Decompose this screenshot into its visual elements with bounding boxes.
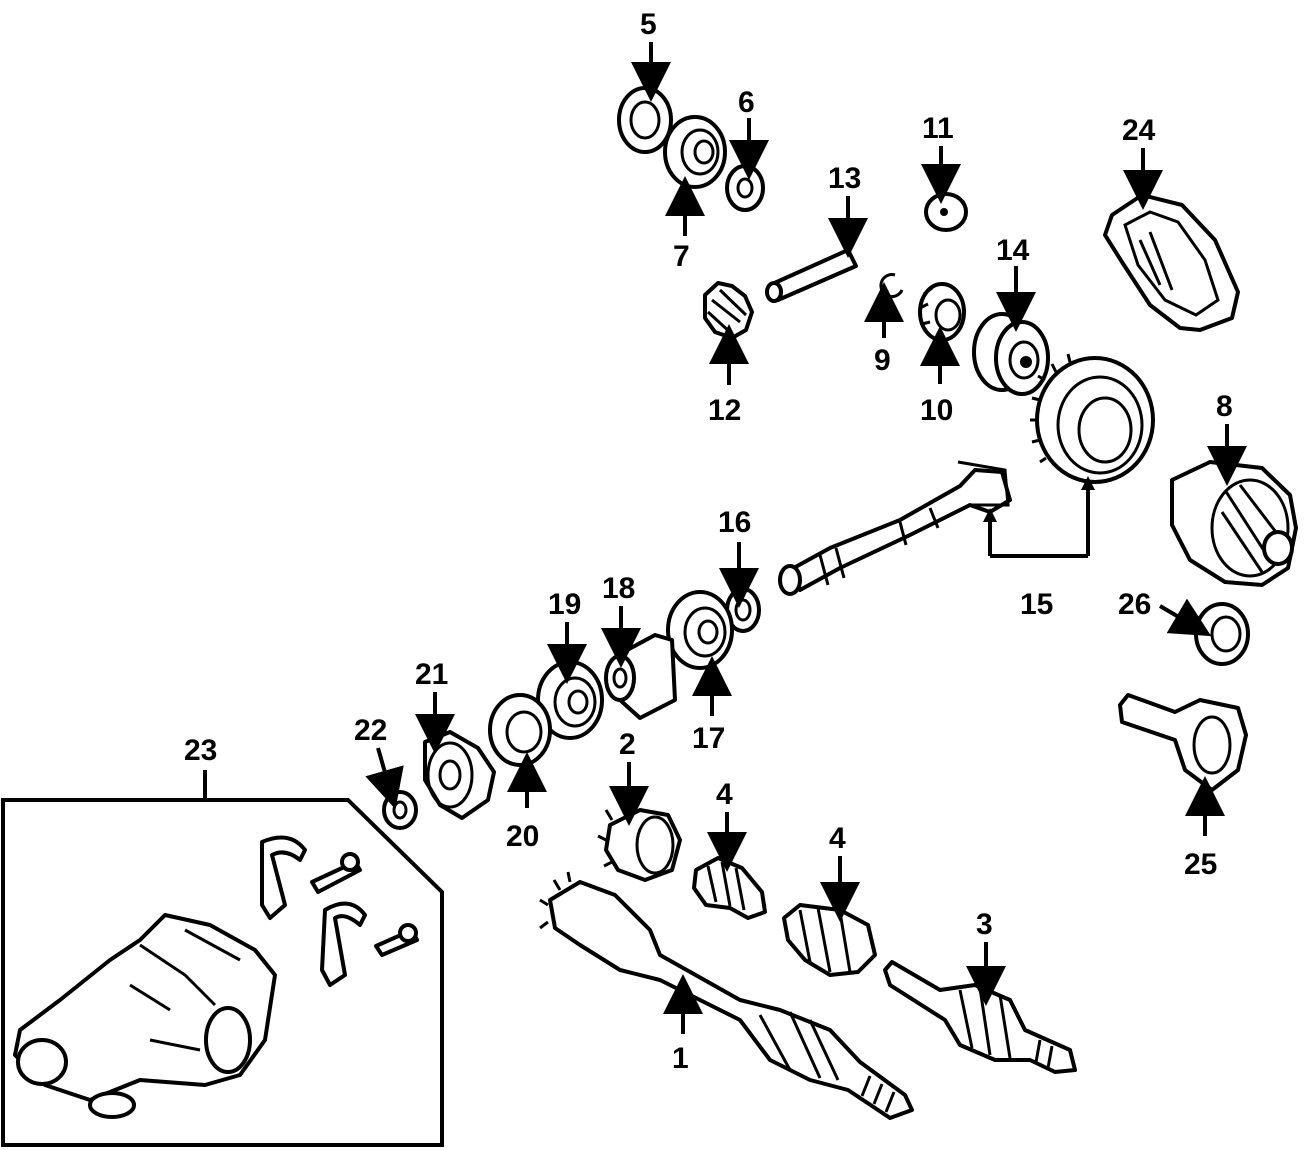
callout-7: 7 — [673, 240, 690, 273]
callout-9: 9 — [874, 344, 891, 377]
callout-3: 3 — [976, 908, 993, 941]
callout-26: 26 — [1118, 588, 1151, 621]
callout-6: 6 — [738, 86, 755, 119]
part-1-drive-shaft — [539, 871, 914, 1120]
callout-18: 18 — [602, 572, 635, 605]
part-26-side-bearing — [1194, 602, 1250, 666]
callout-24: 24 — [1122, 114, 1156, 147]
callout-15: 15 — [1020, 588, 1053, 621]
part-23-carrier-assembly — [13, 835, 419, 1119]
part-12-pinion-gear — [703, 281, 754, 340]
callout-25: 25 — [1184, 848, 1217, 881]
callout-14: 14 — [996, 234, 1030, 267]
callout-17: 17 — [692, 722, 725, 755]
part-15-drive-pinion — [778, 460, 1012, 596]
part-22-flange-nut — [382, 790, 418, 830]
part-17-pinion-bearing — [666, 590, 734, 670]
callout-16: 16 — [718, 506, 751, 539]
part-15-ring-gear — [1030, 353, 1155, 484]
callout-2: 2 — [619, 728, 636, 761]
callout-8: 8 — [1216, 390, 1233, 423]
part-6-lock-nut — [725, 164, 765, 212]
part-9-snap-ring — [879, 273, 904, 299]
part-18-collapsible-spacer — [604, 633, 677, 720]
part-13-pinion-shaft — [765, 248, 858, 303]
callout-22: 22 — [354, 714, 387, 747]
callout-20: 20 — [506, 820, 539, 853]
part-24-diff-cover — [1103, 193, 1240, 332]
callout-21: 21 — [415, 658, 448, 691]
part-8-differential-case — [1170, 460, 1298, 587]
callout-23: 23 — [184, 734, 217, 767]
callout-12: 12 — [708, 394, 741, 427]
callout-11: 11 — [922, 112, 954, 145]
callout-4a: 4 — [716, 778, 733, 811]
callout-13: 13 — [828, 162, 861, 195]
callout-19: 19 — [548, 588, 581, 621]
callout-1: 1 — [672, 1042, 689, 1075]
callout-labels: 5 6 7 11 13 14 24 9 10 12 8 16 15 18 19 … — [184, 8, 1233, 1075]
part-11-thrust-washer — [924, 192, 968, 232]
part-4-boot-a — [692, 856, 767, 920]
callout-10: 10 — [920, 394, 953, 427]
part-5-oil-seal — [617, 86, 673, 154]
callout-4b: 4 — [829, 822, 846, 855]
part-23-box-frame — [1, 770, 444, 1147]
part-2-cv-joint — [597, 808, 682, 882]
callout-5: 5 — [640, 8, 657, 41]
part-3-stub-shaft — [883, 960, 1077, 1074]
part-21-companion-flange — [423, 730, 496, 820]
part-7-bearing — [663, 115, 727, 189]
part-14-side-bearing — [972, 312, 1050, 396]
part-10-side-gear — [918, 282, 966, 342]
part-4-boot-b — [782, 903, 877, 977]
leader-lines — [365, 42, 1247, 1034]
part-25-side-flange — [1118, 693, 1248, 792]
part-20-oil-seal — [488, 693, 552, 767]
